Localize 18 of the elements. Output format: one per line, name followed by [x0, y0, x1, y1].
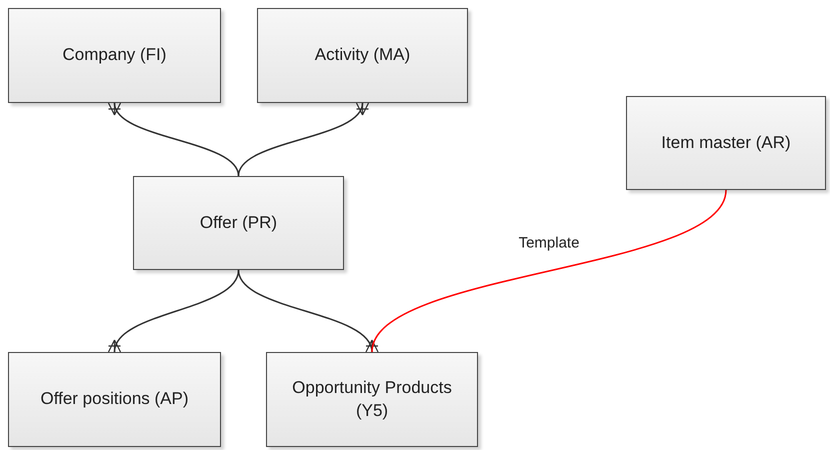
entity-box [257, 8, 468, 103]
edge-label: Template [516, 236, 582, 250]
entity-label: Opportunity Products (Y5) [291, 376, 453, 422]
entity-box [8, 352, 221, 447]
entity-label: Activity (MA) [314, 44, 410, 66]
entity-box [8, 8, 221, 103]
connector [108, 270, 240, 354]
connector [238, 270, 378, 354]
connector [238, 100, 369, 176]
connector [108, 100, 240, 176]
entity-label: Offer (PR) [200, 212, 278, 234]
entity-label: Item master (AR) [661, 132, 791, 154]
entity-label: Company (FI) [62, 44, 166, 66]
entity-box [266, 352, 478, 447]
connector [371, 190, 727, 352]
entity-box [133, 176, 344, 270]
entity-label: Offer positions (AP) [40, 388, 189, 410]
entity-box [626, 96, 826, 190]
